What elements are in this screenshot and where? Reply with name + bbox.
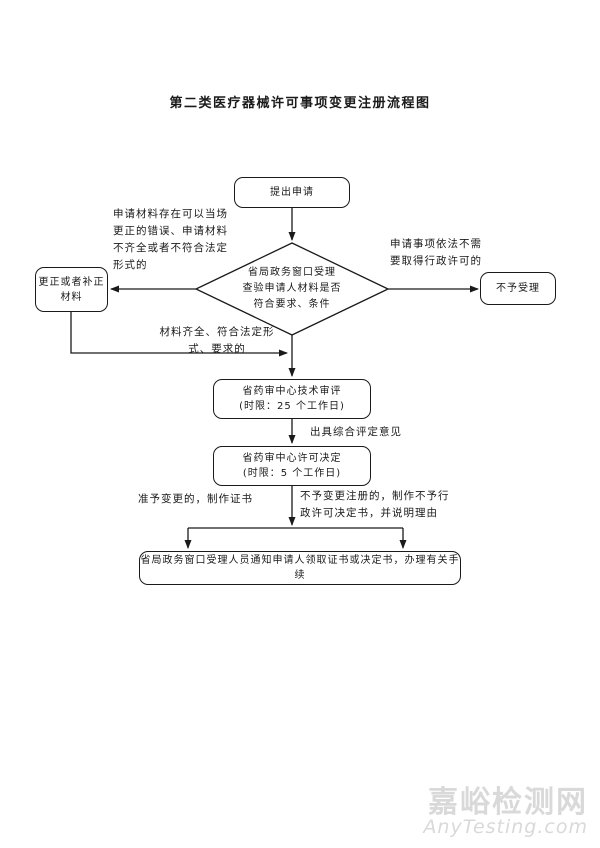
node-notify-applicant-label: 省局政务窗口受理人员通知申请人领取证书或决定书，办理有关手续 [140,555,460,581]
annotation-right-condition-line1: 申请事项依法不需 [390,238,482,250]
node-decision-line2: 查验申请人材料是否 [242,283,342,294]
arrow-correct-to-mainflow [70,312,288,357]
node-technical-review: 省药审中心技术审评 (时限：25 个工作日) [213,379,371,419]
annotation-pass-condition: 材料齐全、符合法定形 式、要求的 [152,324,282,358]
annotation-right-condition-line2: 要取得行政许可的 [390,255,482,267]
node-decision-line1: 省局政务窗口受理 [248,267,336,278]
node-correct-materials: 更正或者补正 材料 [35,267,108,312]
node-reject-label: 不予受理 [496,283,540,294]
annotation-right-condition: 申请事项依法不需 要取得行政许可的 [390,236,500,270]
annotation-review-output-label: 出具综合评定意见 [310,426,402,438]
annotation-left-condition: 申请材料存在可以当场 更正的错误、申请材料 不齐全或者不符合法定 形式的 [113,206,247,274]
annotation-deny-line1: 不予变更注册的，制作不予行 [300,490,450,502]
watermark-site-name: 嘉峪检测网 [428,784,588,820]
annotation-pass-condition-line2: 式、要求的 [188,343,246,355]
annotation-left-condition-line3: 不齐全或者不符合法定 [113,242,228,254]
annotation-review-output: 出具综合评定意见 [310,424,402,441]
annotation-approve: 准予变更的，制作证书 [138,491,253,508]
node-licensing-decision-line2: (时限：5 个工作日) [242,468,342,479]
node-licensing-decision: 省药审中心许可决定 (时限：5 个工作日) [213,446,371,486]
node-notify-applicant: 省局政务窗口受理人员通知申请人领取证书或决定书，办理有关手续 [139,551,461,585]
node-reject: 不予受理 [480,272,556,305]
annotation-deny: 不予变更注册的，制作不予行 政许可决定书，并说明理由 [300,488,470,522]
annotation-deny-line2: 政许可决定书，并说明理由 [300,507,438,519]
annotation-left-condition-line2: 更正的错误、申请材料 [113,225,228,237]
node-submit-application: 提出申请 [234,177,350,208]
node-correct-materials-line1: 更正或者补正 [38,276,105,288]
node-correct-materials-line2: 材料 [60,291,83,303]
annotation-left-condition-line4: 形式的 [113,259,148,271]
annotation-approve-label: 准予变更的，制作证书 [138,493,253,505]
watermark-site-url: AnyTesting.com [423,816,588,839]
watermark: 嘉峪检测网 AnyTesting.com [423,787,588,838]
page-title: 第二类医疗器械许可事项变更注册流程图 [169,96,431,111]
annotation-pass-condition-line1: 材料齐全、符合法定形 [159,326,275,338]
node-licensing-decision-line1: 省药审中心许可决定 [242,453,342,464]
node-technical-review-line2: (时限：25 个工作日) [239,401,345,412]
node-decision-line3: 符合要求、条件 [253,299,331,310]
node-submit-application-label: 提出申请 [270,187,314,198]
node-decision: 省局政务窗口受理 查验申请人材料是否 符合要求、条件 [212,265,372,313]
annotation-left-condition-line1: 申请材料存在可以当场 [113,208,228,220]
node-technical-review-line1: 省药审中心技术审评 [242,386,342,397]
